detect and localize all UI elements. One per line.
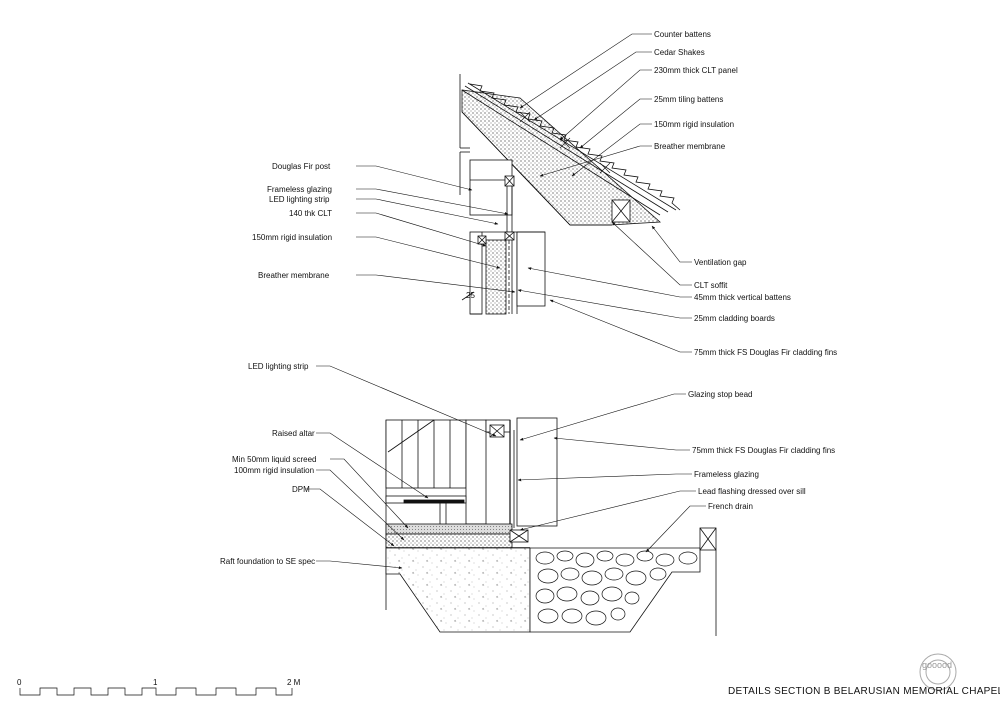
- label-ventilation-gap: Ventilation gap: [694, 258, 747, 267]
- label-liquid-screed: Min 50mm liquid screed: [232, 455, 317, 464]
- label-rigid-insulation-floor: 100mm rigid insulation: [234, 466, 315, 475]
- label-raft-foundation: Raft foundation to SE spec: [220, 557, 316, 566]
- label-lead-flashing: Lead flashing dressed over sill: [698, 487, 806, 496]
- label-glazing-stop-bead: Glazing stop bead: [688, 390, 753, 399]
- scale-label-1: 1: [153, 678, 158, 687]
- label-frameless-glazing-upper: Frameless glazing: [267, 185, 332, 194]
- label-rigid-insulation-roof: 150mm rigid insulation: [654, 120, 735, 129]
- scale-label-2m: 2 M: [287, 678, 301, 687]
- label-cladding-fins-upper: 75mm thick FS Douglas Fir cladding fins: [694, 348, 838, 357]
- label-french-drain: French drain: [708, 502, 753, 511]
- label-clt-panel: 230mm thick CLT panel: [654, 66, 738, 75]
- watermark-seal: [919, 653, 957, 691]
- label-counter-battens: Counter battens: [654, 30, 711, 39]
- drawing-title: DETAILS SECTION B BELARUSIAN MEMORIAL CH…: [728, 686, 1000, 697]
- label-led-strip-lower: LED lighting strip: [248, 362, 309, 371]
- label-douglas-fir-post: Douglas Fir post: [272, 162, 331, 171]
- label-frameless-glazing-lower: Frameless glazing: [694, 470, 759, 479]
- label-140-clt: 140 thk CLT: [289, 209, 332, 218]
- label-dpm: DPM: [292, 485, 310, 494]
- label-raised-altar: Raised altar: [272, 429, 315, 438]
- label-vertical-battens: 45mm thick vertical battens: [694, 293, 791, 302]
- upper-detail: [459, 74, 681, 315]
- label-breather-membrane-wall: Breather membrane: [258, 271, 330, 280]
- lower-detail: [385, 417, 717, 636]
- label-cladding-boards: 25mm cladding boards: [694, 314, 775, 323]
- dimension-25: 25: [466, 291, 475, 300]
- label-clt-soffit: CLT soffit: [694, 281, 728, 290]
- label-tiling-battens: 25mm tiling battens: [654, 95, 724, 104]
- scale-bar: [19, 687, 293, 696]
- label-cedar-shakes: Cedar Shakes: [654, 48, 705, 57]
- label-breather-membrane-roof: Breather membrane: [654, 142, 726, 151]
- label-led-strip-upper: LED lighting strip: [269, 195, 330, 204]
- scale-label-0: 0: [17, 678, 22, 687]
- label-rigid-insulation-wall: 150mm rigid insulation: [252, 233, 333, 242]
- watermark-text: gooood: [922, 660, 953, 670]
- label-cladding-fins-lower: 75mm thick FS Douglas Fir cladding fins: [692, 446, 836, 455]
